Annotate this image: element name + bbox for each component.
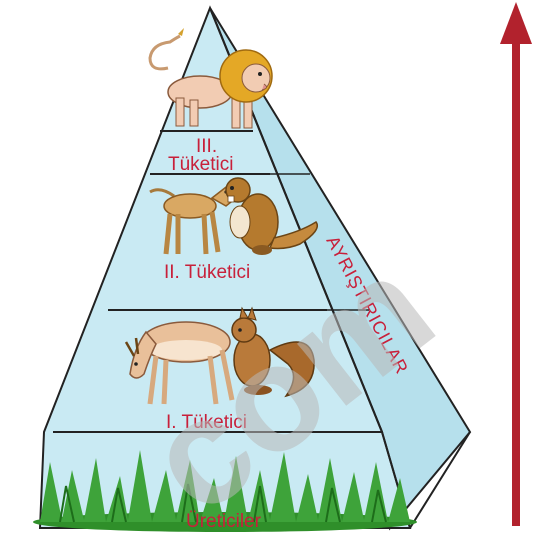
level-label-second: II. Tüketici <box>164 262 250 283</box>
energy-arrow <box>500 2 532 526</box>
level-label-top-line2: Tüketici <box>168 154 233 175</box>
